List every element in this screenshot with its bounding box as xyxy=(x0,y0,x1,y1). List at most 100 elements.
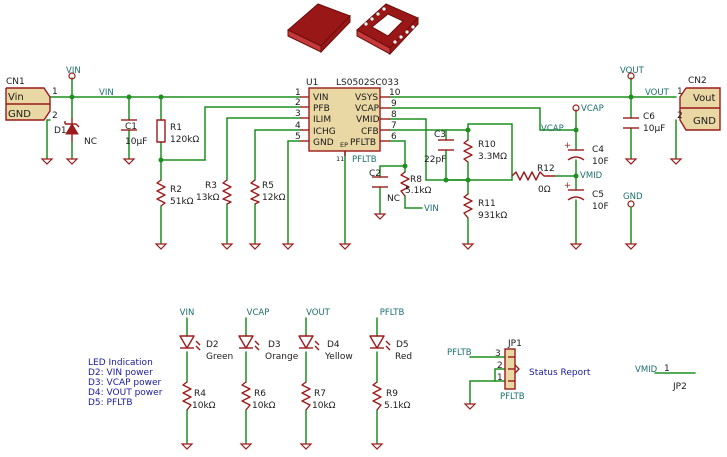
r2-ref: R2 xyxy=(170,185,182,195)
diode-d1: D1 NC xyxy=(54,118,97,147)
ic-part: LS0502SC033 xyxy=(336,78,399,88)
led-d3-net: VCAP xyxy=(247,308,270,318)
ic-pin-vsys: VSYS xyxy=(355,93,378,103)
ic-pin-num-3: 3 xyxy=(295,109,301,119)
jp1-pin1: 1 xyxy=(497,373,503,383)
net-labels: VIN VIN VOUT VOUT VCAP VCAP VMID GND PFL… xyxy=(66,66,670,214)
r11-ref: R11 xyxy=(478,199,496,209)
ic-pin-vcap: VCAP xyxy=(355,104,380,114)
net-gnd-flag: GND xyxy=(623,192,643,202)
resistor-r5: R5 12kΩ xyxy=(250,179,286,205)
led-r9-ref: R9 xyxy=(386,389,398,399)
net-vin-rail: VIN xyxy=(99,88,114,98)
led-r4-ref: R4 xyxy=(194,389,206,399)
jp1-pin2: 2 xyxy=(497,361,503,371)
cn2-pin1-num: 1 xyxy=(677,87,683,97)
r11-value: 931kΩ xyxy=(478,211,507,221)
d1-value: NC xyxy=(84,137,97,147)
led-r6-value: 10kΩ xyxy=(252,401,276,411)
jumper-jp1: PFLTB JP1 3 2 1 PFLTB Status Report xyxy=(447,339,591,402)
led-d4-group: VOUT D4 Yellow R7 10kΩ xyxy=(298,308,353,411)
c3-ref: C3 xyxy=(434,130,446,140)
capacitor-c6: C6 10µF xyxy=(623,112,665,134)
led-d4-ref: D4 xyxy=(327,340,340,350)
c3-value: 22pF xyxy=(424,155,446,165)
connector-cn2: Vout GND CN2 1 2 xyxy=(677,76,721,131)
ic-u1: U1 LS0502SC033 VIN PFB ILIM ICHG GND 1 2… xyxy=(295,78,401,163)
wire-network xyxy=(46,77,696,441)
capacitor-c1: C1 10µF xyxy=(121,119,147,147)
led-r6-ref: R6 xyxy=(254,389,266,399)
cn1-pin1-num: 1 xyxy=(52,87,58,97)
led-d4-color: Yellow xyxy=(324,352,353,362)
ic-pin-vmid: VMID xyxy=(356,115,380,125)
net-vmid: VMID xyxy=(580,171,603,181)
ic-pin-num-10: 10 xyxy=(389,88,401,98)
capacitor-c5: + C5 10F xyxy=(564,181,609,212)
resistor-r3: R3 13kΩ xyxy=(196,179,232,205)
led-indication-note: LED Indication D2: VIN power D3: VCAP po… xyxy=(88,358,163,408)
resistor-r12: R12 0Ω xyxy=(511,164,555,195)
ic-pin-pfb: PFB xyxy=(313,104,330,114)
ic-pin-num-2: 2 xyxy=(295,98,301,108)
net-vout-rail: VOUT xyxy=(645,88,670,98)
led-d3-ref: D3 xyxy=(268,340,281,350)
c6-value: 10µF xyxy=(643,124,665,134)
ic-ref: U1 xyxy=(306,78,318,88)
ic-pin-pfltb: PFLTB xyxy=(350,138,376,148)
capacitor-c2: C2 NC xyxy=(369,169,400,204)
jp1-ref: JP1 xyxy=(507,339,522,349)
ic-package-top-image xyxy=(287,3,351,54)
r12-ref: R12 xyxy=(537,164,555,174)
jp1-pfltb-bottom: PFLTB xyxy=(500,392,525,402)
r10-value: 3.3MΩ xyxy=(478,152,507,162)
net-vout-flag: VOUT xyxy=(620,66,645,76)
led-d2-ref: D2 xyxy=(206,340,219,350)
led-r7-ref: R7 xyxy=(314,389,326,399)
r2-value: 51kΩ xyxy=(170,197,194,207)
r5-value: 12kΩ xyxy=(262,193,286,203)
c1-ref: C1 xyxy=(125,122,137,132)
ic-pin-num-7: 7 xyxy=(391,121,397,131)
net-vcap-flag: VCAP xyxy=(581,104,604,114)
resistor-r1: R1 120kΩ xyxy=(156,119,199,145)
jp1-pfltb-label: PFLTB xyxy=(447,348,472,358)
jumper-jp2: VMID 1 JP2 xyxy=(635,364,687,392)
ic-pin-num-9: 9 xyxy=(391,99,397,109)
ic-pin-num-8: 8 xyxy=(391,110,397,120)
cn1-pin2-label: GND xyxy=(8,109,31,120)
led-d5-net: PFLTB xyxy=(380,308,405,318)
ic-package-bottom-image xyxy=(356,3,419,56)
r3-ref: R3 xyxy=(205,181,217,191)
r12-value: 0Ω xyxy=(538,185,551,195)
led-d5-color: Red xyxy=(395,352,412,362)
net-vcap-rail: VCAP xyxy=(541,124,564,134)
led-d5-group: PFLTB D5 Red R9 5.1kΩ xyxy=(369,308,412,411)
led-d4-net: VOUT xyxy=(306,308,331,318)
capacitor-c4: + C4 10F xyxy=(564,141,609,167)
resistor-r11: R11 931kΩ xyxy=(463,193,507,221)
jp2-pin: 1 xyxy=(664,364,670,374)
r8-value: 5.1kΩ xyxy=(405,186,432,196)
led-r7-value: 10kΩ xyxy=(312,401,336,411)
junctions xyxy=(69,94,634,183)
resistor-r10: R10 3.3MΩ xyxy=(463,139,507,163)
cn1-pin1-label: Vin xyxy=(8,92,24,103)
ic-pin-num-11: 11 xyxy=(336,155,344,163)
led-d2-color: Green xyxy=(206,352,233,362)
ic-pin-ichg: ICHG xyxy=(313,127,336,137)
cn2-ref: CN2 xyxy=(688,76,707,86)
ground-symbols xyxy=(41,154,682,450)
capacitor-c3: C3 22pF xyxy=(424,130,454,165)
net-vin-r8: VIN xyxy=(424,204,439,214)
r10-ref: R10 xyxy=(478,140,496,150)
ic-pin-cfb: CFB xyxy=(361,127,379,137)
c2-ref: C2 xyxy=(369,169,381,179)
r5-ref: R5 xyxy=(262,181,274,191)
ic-pin-num-5: 5 xyxy=(295,132,301,142)
led-d3-color: Orange xyxy=(265,352,299,362)
resistor-r8: R8 5.1kΩ xyxy=(400,171,432,197)
cn1-ref: CN1 xyxy=(6,77,25,87)
